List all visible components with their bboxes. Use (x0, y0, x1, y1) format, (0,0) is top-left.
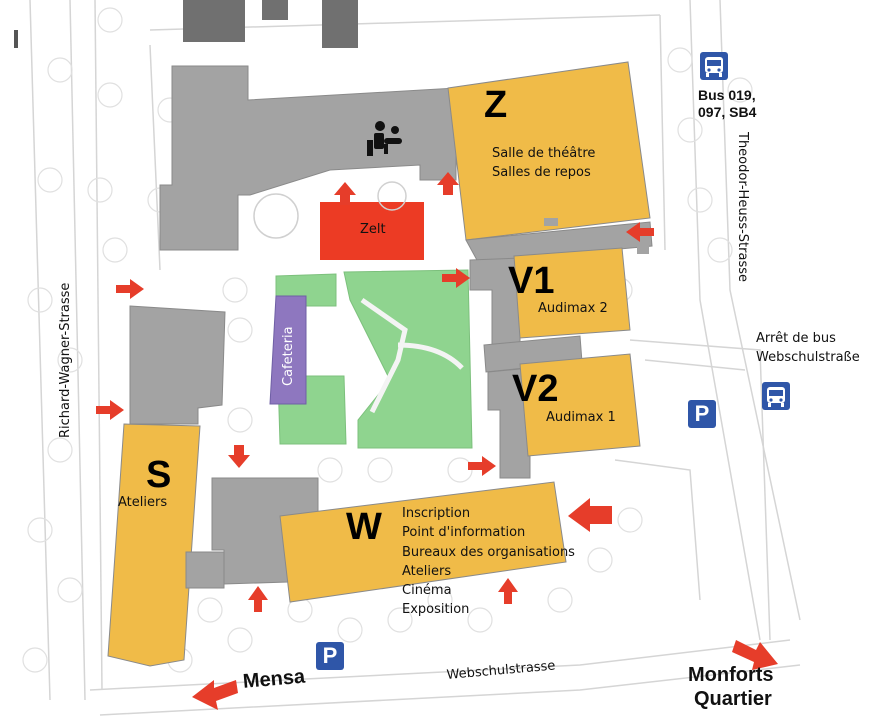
bus-icon (762, 382, 790, 410)
tree-icon (427, 587, 453, 613)
tree-icon (707, 237, 733, 263)
destination-monforts: Quartier (694, 688, 772, 710)
tree-icon (57, 347, 83, 373)
tree-icon (97, 7, 123, 33)
parking-icon: P (688, 400, 716, 428)
tree-icon (727, 77, 753, 103)
building-w (279, 481, 567, 603)
building-z-room: Salles de repos (492, 165, 591, 180)
building-w-room: Bureaux des organisations (402, 545, 575, 560)
zelt-label: Zelt (360, 222, 386, 237)
tree-icon (22, 647, 48, 673)
cafeteria-label: Cafeteria (281, 326, 296, 386)
tree-icon (47, 57, 73, 83)
tree-icon (227, 317, 253, 343)
baby-changing-icon (367, 121, 402, 156)
tree-icon (227, 627, 253, 653)
tree-icon (227, 407, 253, 433)
parking-icon: P (316, 642, 344, 670)
tree-icon (197, 597, 223, 623)
cafeteria (269, 295, 307, 405)
tree-icon (547, 587, 573, 613)
building-s-gray (129, 305, 226, 425)
entrance-arrow-icons (96, 172, 778, 710)
building-w-room: Point d'information (402, 525, 526, 540)
building-v1-room: Audimax 2 (538, 301, 608, 316)
tree-icon (87, 177, 113, 203)
tree-icon (687, 187, 713, 213)
tree-icon (97, 82, 123, 108)
tree-icon (37, 167, 63, 193)
building-z (447, 61, 651, 241)
building-z-annex (465, 221, 653, 263)
tree-icon (667, 47, 693, 73)
building-v2 (519, 353, 641, 457)
building-w-letter: W (346, 506, 382, 548)
small-structures (544, 218, 649, 254)
bus-lines-label: Bus 019, (698, 87, 756, 103)
bus-lines-label: 097, SB4 (698, 104, 757, 120)
tree-icon (467, 607, 493, 633)
building-s (107, 423, 201, 667)
building-w-room: Ateliers (402, 564, 452, 579)
tree-icon (617, 507, 643, 533)
building-w-room: Cinéma (402, 583, 452, 598)
building-v2-room: Audimax 1 (546, 410, 616, 425)
tree-icon (27, 287, 53, 313)
tree-icon (222, 277, 248, 303)
tree-icon (677, 117, 703, 143)
tree-icon (337, 617, 363, 643)
tree-icon (27, 517, 53, 543)
tree-icon (317, 457, 343, 483)
tree-icon (387, 607, 413, 633)
street-theodor-heuss: Theodor-Heuss-Strasse (735, 132, 750, 282)
tree-icon (587, 547, 613, 573)
bus-icon (700, 52, 728, 80)
tree-icon (367, 457, 393, 483)
building-s-letter: S (146, 454, 172, 496)
tree-icon (102, 237, 128, 263)
building-v1-letter: V1 (508, 260, 555, 302)
street-richard-wagner: Richard-Wagner-Strasse (58, 282, 73, 438)
courtyard-paths (360, 297, 464, 414)
north-building (159, 65, 457, 251)
tree-icon (47, 437, 73, 463)
tree-icon (57, 577, 83, 603)
building-v2-letter: V2 (512, 368, 559, 410)
building-v1 (513, 247, 631, 339)
zelt-tent (320, 202, 424, 260)
destination-monforts: Monforts (688, 664, 774, 686)
building-w-room: Exposition (402, 602, 470, 617)
building-z-room: Salle de théâtre (492, 146, 596, 161)
building-z-letter: Z (484, 84, 508, 126)
top-buildings (14, 0, 358, 48)
street-lines (29, 0, 801, 716)
plaza-circles (253, 181, 407, 239)
building-s-room: Ateliers (118, 495, 168, 510)
bus-stop-label: Arrêt de bus (756, 331, 836, 346)
bus-stop-label: Webschulstraße (756, 350, 860, 365)
building-w-room: Inscription (402, 506, 471, 521)
